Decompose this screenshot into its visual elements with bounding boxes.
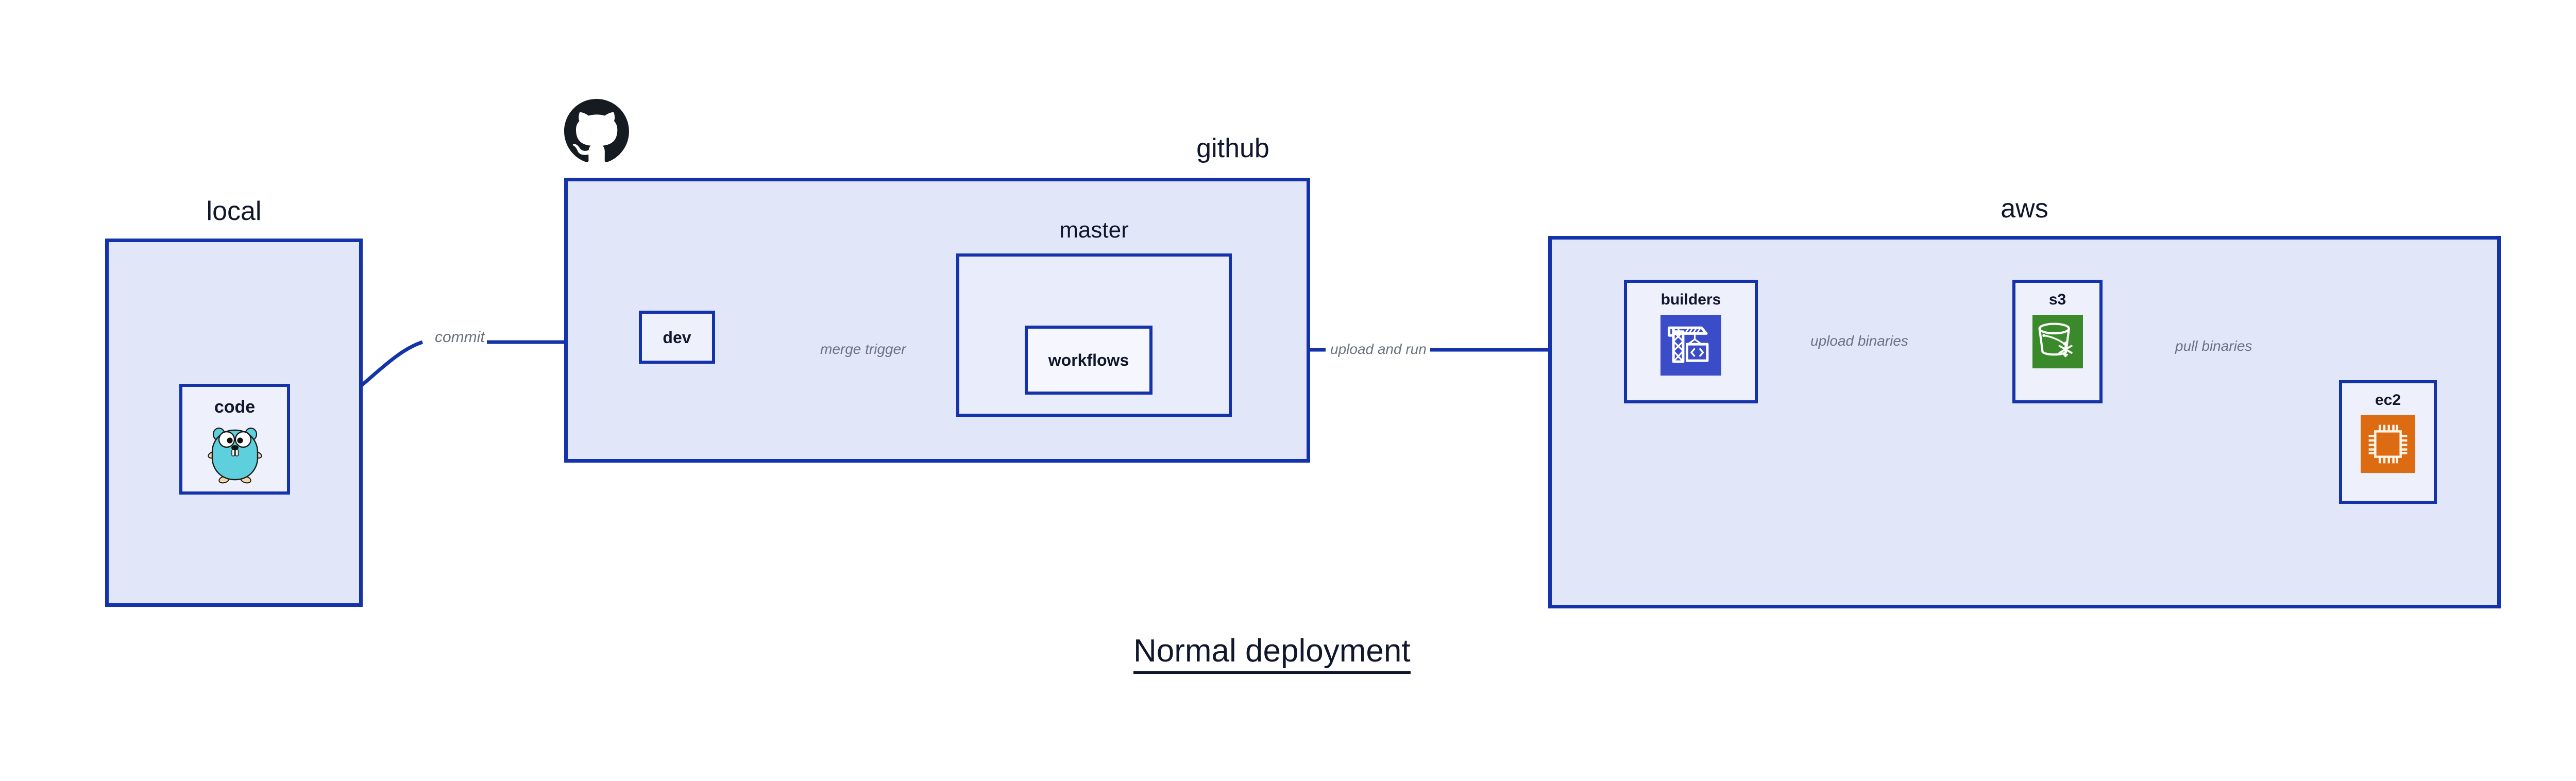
node-label-s3: s3: [2048, 291, 2066, 308]
go-gopher-icon: [207, 423, 263, 484]
node-dev[interactable]: dev: [639, 311, 715, 364]
node-label-code: code: [214, 397, 256, 417]
diagram-title: Normal deployment: [1133, 633, 1411, 674]
node-code[interactable]: code: [179, 384, 290, 495]
group-label-local: local: [206, 196, 262, 226]
node-label-dev: dev: [663, 328, 691, 347]
edge-label-commit: commit: [433, 330, 487, 345]
node-ec2[interactable]: ec2: [2339, 380, 2437, 504]
node-workflows[interactable]: workflows: [1025, 326, 1153, 395]
aws-ec2-chip-icon: [2361, 415, 2415, 473]
edge-label-upload-and-run: upload and run: [1328, 342, 1429, 356]
group-label-aws: aws: [2001, 194, 2048, 224]
edge-label-pull-binaries: pull binaries: [2173, 339, 2255, 353]
node-label-workflows: workflows: [1048, 351, 1129, 369]
subgroup-label-master: master: [1059, 217, 1129, 243]
node-label-builders: builders: [1660, 291, 1721, 308]
group-label-github: github: [1196, 133, 1269, 163]
node-label-ec2: ec2: [2375, 392, 2401, 409]
aws-codebuild-crane-icon: [1660, 315, 1721, 376]
edge-label-upload-binaries: upload binaries: [1808, 334, 1910, 348]
edge-label-merge-trigger: merge trigger: [818, 342, 908, 356]
node-s3[interactable]: s3: [2012, 280, 2103, 403]
aws-s3-bucket-snowflake-icon: [2032, 315, 2083, 368]
github-octocat-icon: [564, 99, 629, 164]
node-builders[interactable]: builders: [1624, 280, 1758, 403]
